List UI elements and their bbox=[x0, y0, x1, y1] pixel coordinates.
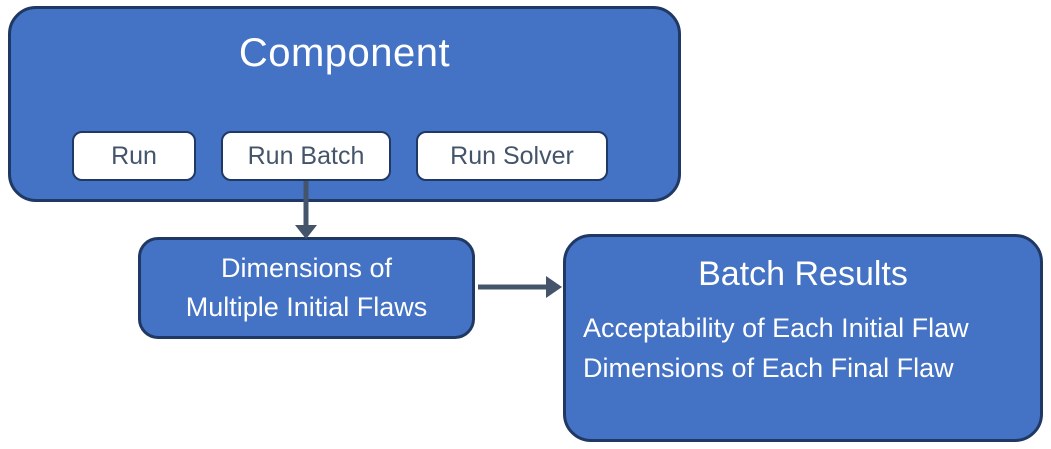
run-batch-button[interactable]: Run Batch bbox=[221, 131, 391, 181]
results-box-body: Acceptability of Each Initial Flaw Dimen… bbox=[583, 308, 1040, 388]
run-button[interactable]: Run bbox=[72, 131, 196, 181]
component-button-row: Run Run Batch Run Solver bbox=[72, 131, 608, 181]
results-box-line2: Dimensions of Each Final Flaw bbox=[583, 353, 954, 383]
component-box: Component Run Run Batch Run Solver bbox=[8, 6, 681, 202]
right-arrow-icon bbox=[478, 276, 562, 298]
flaws-box: Dimensions of Multiple Initial Flaws bbox=[138, 237, 475, 339]
component-box-title: Component bbox=[238, 31, 451, 75]
run-solver-button[interactable]: Run Solver bbox=[416, 131, 608, 181]
flaws-box-line1: Dimensions of bbox=[220, 253, 393, 283]
results-box-title: Batch Results bbox=[698, 255, 908, 293]
results-box: Batch Results Acceptability of Each Init… bbox=[563, 234, 1043, 442]
results-box-line1: Acceptability of Each Initial Flaw bbox=[583, 313, 969, 343]
flaws-box-line2: Multiple Initial Flaws bbox=[185, 292, 428, 322]
